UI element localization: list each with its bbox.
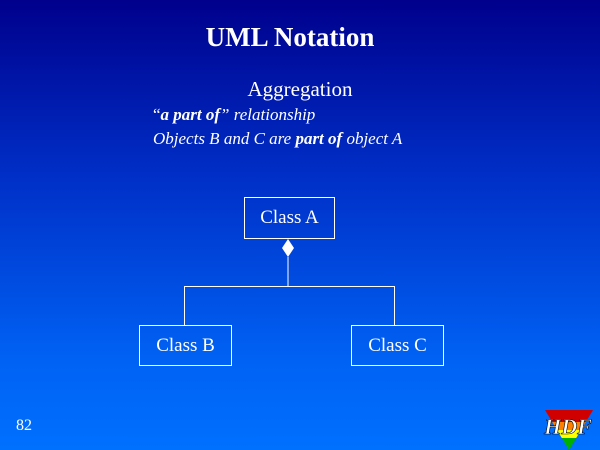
description-line-2: Objects B and C are part of object A <box>153 129 402 149</box>
close-quote: ” <box>220 105 230 124</box>
description-line-1: “a part of” relationship <box>153 105 315 125</box>
class-b-box: Class B <box>139 325 232 366</box>
svg-text:HDF: HDF <box>543 414 592 439</box>
class-a-box: Class A <box>244 197 335 239</box>
text: Objects B and C are <box>153 129 296 148</box>
slide-subtitle: Aggregation <box>247 77 353 101</box>
emphasis: part of <box>295 129 343 148</box>
slide-title: UML Notation <box>205 22 375 52</box>
page-number: 82 <box>16 417 32 434</box>
aggregation-diamond-icon <box>282 239 294 257</box>
emphasis: a part of <box>160 105 221 124</box>
text: object A <box>342 129 403 148</box>
text: relationship <box>229 105 316 124</box>
class-c-box: Class C <box>351 325 444 366</box>
open-quote: “ <box>153 105 161 124</box>
